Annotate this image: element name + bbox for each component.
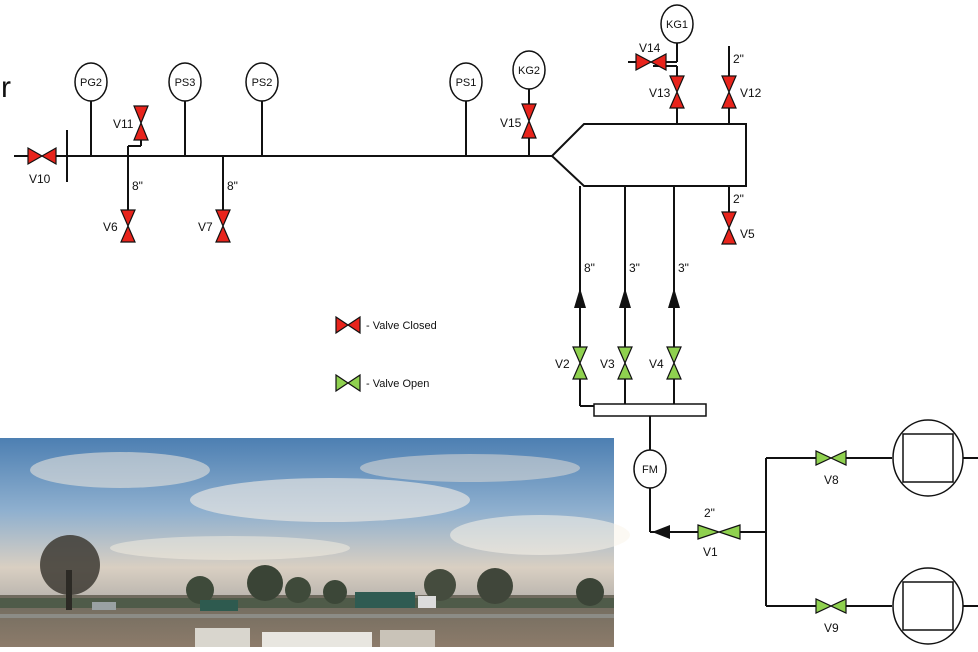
label-pg2: PG2 <box>80 77 102 89</box>
valve-v14[interactable] <box>635 53 667 71</box>
legend-closed-valve-icon <box>335 315 361 335</box>
label-ps3: PS3 <box>175 77 196 89</box>
tank-square-upper <box>902 433 954 483</box>
label-v3: V3 <box>600 357 615 371</box>
label-v14: V14 <box>639 41 661 55</box>
pressure-sensor-ps1 <box>449 62 483 102</box>
legend-open-label: - Valve Open <box>366 378 429 390</box>
size-v4-pipe: 3" <box>678 261 689 275</box>
label-v5: V5 <box>740 227 755 241</box>
size-v3-pipe: 3" <box>629 261 640 275</box>
gauge-kg2 <box>512 50 546 90</box>
label-v13: V13 <box>649 86 671 100</box>
size-v6-pipe: 8" <box>132 179 143 193</box>
label-v4: V4 <box>649 357 664 371</box>
valve-v9[interactable] <box>815 598 847 614</box>
label-v6: V6 <box>103 220 118 234</box>
size-v5-pipe: 2" <box>733 192 744 206</box>
label-kg1: KG1 <box>666 19 688 31</box>
label-fm: FM <box>642 464 658 476</box>
size-v12-pipe: 2" <box>733 52 744 66</box>
valve-v11[interactable] <box>133 105 149 141</box>
flow-meter-fm <box>633 449 667 489</box>
tank-square-lower <box>902 581 954 631</box>
pipe-lines <box>14 38 978 607</box>
site-photo <box>0 438 630 647</box>
label-v9: V9 <box>824 621 839 635</box>
label-v2: V2 <box>555 357 570 371</box>
legend-closed-label: - Valve Closed <box>366 320 437 332</box>
label-v11: V11 <box>113 117 134 131</box>
storage-tank-lower <box>892 567 964 645</box>
label-kg2: KG2 <box>518 65 540 77</box>
label-ps1: PS1 <box>456 77 477 89</box>
valve-v5[interactable] <box>721 211 737 245</box>
valve-v6[interactable] <box>120 209 136 243</box>
size-v2-pipe: 8" <box>584 261 595 275</box>
manifold <box>593 403 707 417</box>
size-v1-pipe: 2" <box>704 506 715 520</box>
size-v7-pipe: 8" <box>227 179 238 193</box>
label-v10: V10 <box>29 172 51 186</box>
valve-v7[interactable] <box>215 209 231 243</box>
storage-tank-upper <box>892 419 964 497</box>
valve-v10[interactable] <box>27 146 57 166</box>
valve-v15[interactable] <box>521 103 537 139</box>
label-v1: V1 <box>703 545 718 559</box>
pressure-sensor-ps2 <box>245 62 279 102</box>
label-v15: V15 <box>500 116 522 130</box>
valve-v3[interactable] <box>617 346 633 380</box>
partial-letter: r <box>1 71 11 104</box>
label-ps2: PS2 <box>252 77 273 89</box>
valve-v12[interactable] <box>721 75 737 109</box>
valve-v1[interactable] <box>697 524 741 540</box>
valve-v8[interactable] <box>815 450 847 466</box>
label-v7: V7 <box>198 220 213 234</box>
pressure-sensor-ps3 <box>168 62 202 102</box>
gauge-kg1 <box>660 4 694 44</box>
valve-v13[interactable] <box>669 75 685 109</box>
label-v12: V12 <box>740 86 762 100</box>
valve-v4[interactable] <box>666 346 682 380</box>
legend-open-valve-icon <box>335 373 361 393</box>
label-v8: V8 <box>824 473 839 487</box>
flow-arrows <box>574 288 680 539</box>
pressure-gauge-pg2 <box>74 62 108 102</box>
valve-v2[interactable] <box>572 346 588 380</box>
